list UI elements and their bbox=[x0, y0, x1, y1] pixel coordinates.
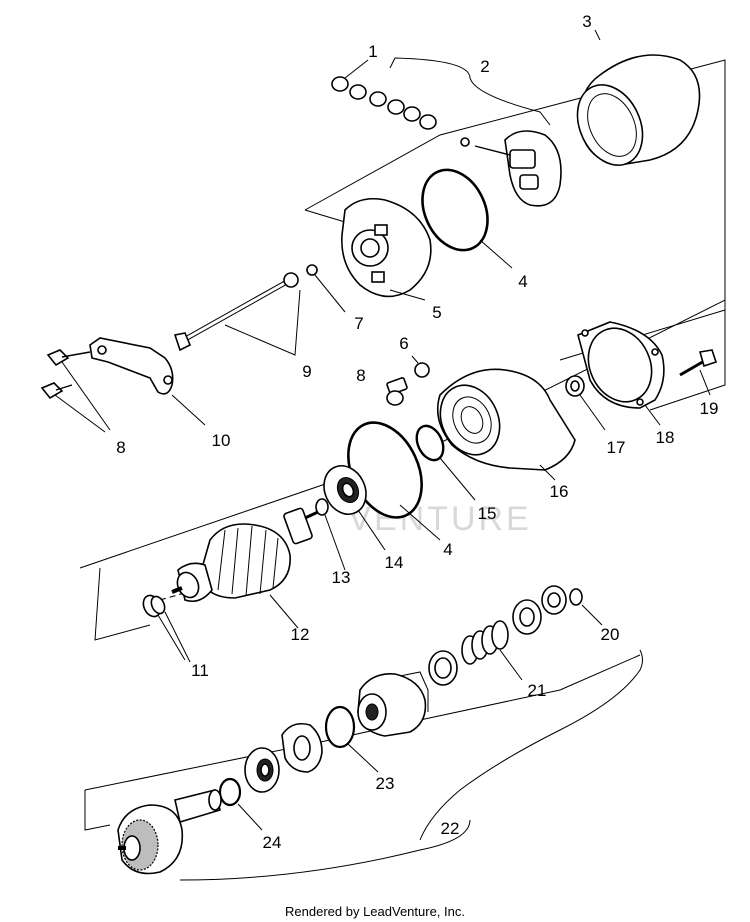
callout-4-top: 4 bbox=[518, 272, 527, 291]
part-1-washers bbox=[331, 59, 437, 130]
callout-23: 23 bbox=[376, 774, 395, 793]
part-14-bearing bbox=[323, 465, 386, 551]
part-pinion-shaft bbox=[117, 789, 222, 875]
callout-8-lower: 8 bbox=[116, 438, 125, 457]
part-8-bolts-lower bbox=[40, 349, 111, 433]
callout-14: 14 bbox=[385, 553, 404, 572]
part-8-bolt-upper bbox=[386, 377, 408, 406]
callout-7: 7 bbox=[354, 314, 363, 333]
part-10-bracket bbox=[89, 337, 206, 426]
callout-16: 16 bbox=[550, 482, 569, 501]
part-2-brush-holder bbox=[389, 57, 562, 207]
part-11-washers bbox=[142, 594, 191, 663]
callout-15: 15 bbox=[478, 504, 497, 523]
part-23-ring bbox=[324, 705, 379, 773]
part-20-snap-ring bbox=[569, 588, 603, 626]
callout-6: 6 bbox=[399, 334, 408, 353]
callout-11: 11 bbox=[191, 661, 209, 680]
part-15-oring bbox=[415, 424, 476, 501]
part-24-ring bbox=[218, 777, 263, 831]
callout-1: 1 bbox=[368, 42, 377, 61]
part-7-washer bbox=[306, 264, 346, 313]
part-17-washer bbox=[565, 375, 606, 431]
part-22-bracket bbox=[419, 649, 643, 841]
callout-13: 13 bbox=[332, 568, 351, 587]
part-9-through-bolt bbox=[173, 272, 301, 356]
callout-18: 18 bbox=[656, 428, 675, 447]
callout-19: 19 bbox=[700, 399, 719, 418]
callout-10: 10 bbox=[212, 431, 231, 450]
part-16-front-housing bbox=[436, 368, 576, 481]
part-clutch-assembly bbox=[357, 671, 429, 737]
callout-9: 9 bbox=[302, 362, 311, 381]
callout-4-middle: 4 bbox=[443, 540, 452, 559]
part-6-nut bbox=[411, 355, 430, 378]
part-4-oring-top bbox=[421, 168, 513, 269]
part-13-snap-ring bbox=[315, 498, 346, 571]
callout-20: 20 bbox=[601, 625, 620, 644]
callout-8-upper: 8 bbox=[356, 366, 365, 385]
part-19-bolt bbox=[679, 349, 718, 396]
part-retainer bbox=[281, 722, 323, 773]
render-credit: Rendered by LeadVenture, Inc. bbox=[285, 904, 465, 919]
callout-2: 2 bbox=[480, 57, 489, 76]
callout-22: 22 bbox=[441, 819, 460, 838]
part-18-mounting-plate bbox=[577, 321, 665, 426]
callout-17: 17 bbox=[607, 438, 626, 457]
callout-12: 12 bbox=[291, 625, 310, 644]
callout-5: 5 bbox=[432, 303, 441, 322]
part-12-armature bbox=[171, 507, 319, 629]
callout-labels: 1 2 3 4 5 7 9 6 8 8 10 17 18 19 15 16 4 … bbox=[116, 12, 718, 852]
part-3-yoke-housing bbox=[576, 29, 701, 166]
part-washer-plate bbox=[244, 747, 280, 793]
callout-21: 21 bbox=[528, 681, 547, 700]
callout-24: 24 bbox=[263, 833, 282, 852]
part-21-spring-set bbox=[428, 585, 567, 686]
callout-3: 3 bbox=[582, 12, 591, 31]
part-5-rear-cover bbox=[341, 197, 432, 301]
